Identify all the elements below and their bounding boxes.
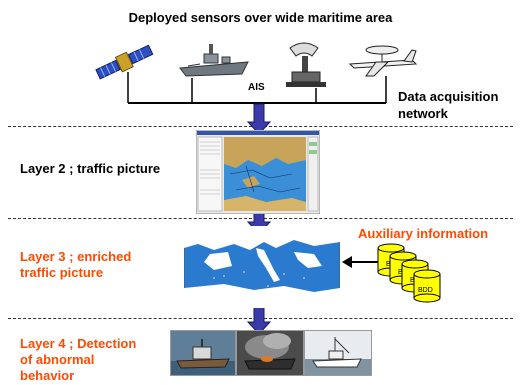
layer4-label-line2: of abnormal: [20, 352, 95, 367]
database-stack-icon: B B B BDD: [377, 243, 441, 303]
layer3-label: Layer 3 ; enriched traffic picture: [20, 249, 131, 281]
db-label-2: B: [398, 269, 403, 276]
db-label-3: B: [410, 277, 415, 284]
data-acquisition-line1: Data acquisition: [398, 89, 499, 104]
satellite-icon: [95, 44, 154, 80]
db-label-1: B: [386, 261, 391, 268]
vessel-photo-2: [236, 330, 304, 376]
vessel-photo-1: [170, 330, 236, 376]
layer3-label-line2: traffic picture: [20, 265, 104, 280]
layer4-label-line1: Layer 4 ; Detection: [20, 336, 137, 351]
db-label-4: BDD: [418, 287, 433, 294]
layer2-label: Layer 2 ; traffic picture: [20, 161, 161, 176]
data-acquisition-line2: network: [398, 106, 448, 121]
radar-station-icon: [286, 42, 326, 87]
layer3-label-line1: Layer 3 ; enriched: [20, 249, 132, 264]
arrow-network-to-layer2: [246, 103, 272, 135]
vessel-photo-3: [304, 330, 372, 376]
data-acquisition-label: Data acquisition network: [398, 88, 498, 122]
awacs-aircraft-icon: [348, 45, 418, 77]
layer4-label-line3: behavior: [20, 368, 75, 383]
enriched-mediterranean-map: [184, 226, 340, 308]
traffic-picture-screenshot: [196, 130, 320, 214]
arrow-auxiliary-to-layer3: [342, 256, 382, 268]
auxiliary-information-label: Auxiliary information: [358, 226, 489, 241]
diagram-title: Deployed sensors over wide maritime area: [128, 10, 393, 25]
warship-icon: [179, 44, 249, 77]
ais-label: AIS: [248, 82, 265, 93]
layer4-label: Layer 4 ; Detection of abnormal behavior: [20, 336, 136, 384]
